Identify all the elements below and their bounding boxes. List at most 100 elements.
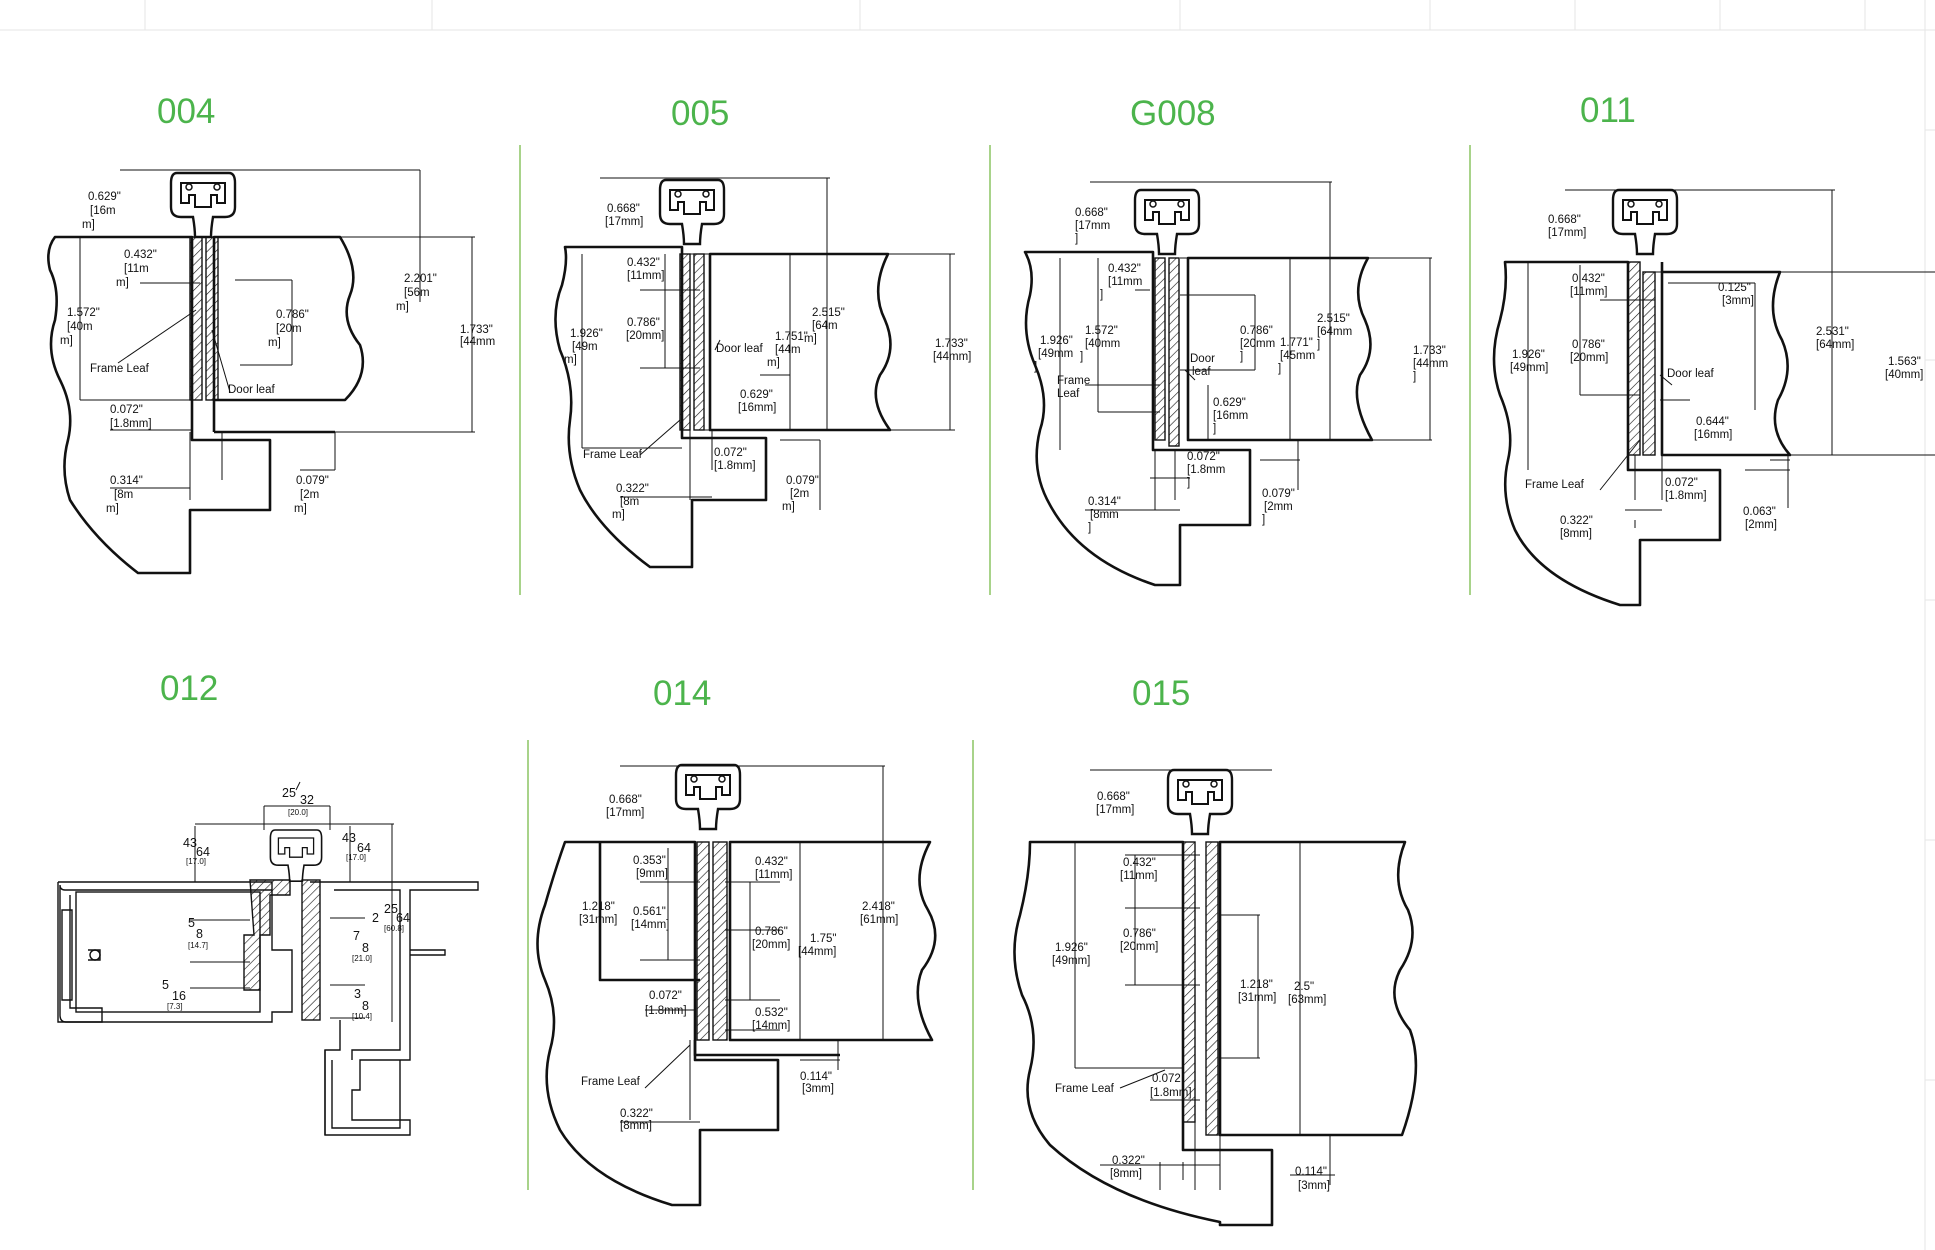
fraction-whole: 2 [372,911,379,925]
dim-label: 0.786" [276,309,309,321]
dim-label: 0.432" [1123,857,1156,869]
dim-label: 0.432" [124,249,157,261]
dim-label: [17mm] [605,216,643,228]
dim-label: 0.668" [1097,791,1130,803]
dim-label: [16m [90,205,116,217]
fraction-numerator: 5 [162,978,169,992]
dim-label: 1.926" [1055,942,1088,954]
dim-label: [8m [620,496,639,508]
dim-label: [45mm [1280,350,1315,362]
dim-label: m] [804,333,817,345]
dim-label: [40m [67,321,93,333]
dim-label: 0.079" [296,475,329,487]
dim-label: 1.572" [67,307,100,319]
dim-label: [1.8mm] [110,418,152,430]
dim-label: 1.218" [1240,979,1273,991]
dim-label: 0.314" [1088,496,1121,508]
dim-label: [61mm] [860,914,898,926]
dim-label: ] [1187,477,1190,489]
dim-label: 0.114" [1295,1166,1327,1178]
panel-title: 011 [1580,91,1636,130]
fraction-mm: [7.3] [167,1002,183,1011]
panel-012: 012 25 [57,669,479,1136]
dim-label: [17mm] [1096,804,1134,816]
dim-label: 1.218" [582,901,615,913]
dim-label: [14mm] [752,1020,790,1032]
panel-title: 015 [1132,674,1190,713]
dim-label: [8mm [1090,509,1119,521]
dim-label: 0.322" [1112,1155,1145,1167]
fraction-numerator: 43 [183,836,197,850]
dim-label: ] [1088,522,1091,534]
dim-label: 0.532" [755,1007,788,1019]
panel-011: 011 0.668" [17mm] 0.432" [11mm] 0. [1492,91,1935,607]
dim-label: [49mm [1038,348,1073,360]
dim-label: 2.531" [1816,326,1849,338]
dim-label: [49mm] [1052,955,1090,967]
dim-label: [2mm] [1745,519,1777,531]
door-leaf-label: leaf [1192,366,1211,378]
panel-title: 005 [671,94,729,133]
dim-label: 0.072" [714,447,747,459]
fraction-denominator: 32 [300,793,314,807]
dim-label: m] [396,301,409,313]
dim-label: [49mm] [1510,362,1548,374]
panel-014: 014 0.668" [17mm] 0.353" [9mm] 0.432 [536,674,937,1207]
dim-label: 0.668" [1548,214,1581,226]
dim-label: [16mm [1213,410,1248,422]
dim-label: 1.563" [1888,356,1921,368]
dim-label: [20mm] [626,330,664,342]
dim-label: 0.432" [1572,273,1605,285]
dim-label: [31mm] [1238,992,1276,1004]
dim-label: 0.314" [110,475,143,487]
fraction-mm: [60.8] [384,924,404,933]
dim-label: 0.072" [649,990,682,1002]
frame-leaf-label: Frame Leaf [581,1076,641,1088]
fraction-numerator: 25 [282,786,296,800]
fraction-mm: [10.4] [352,1012,372,1021]
fraction-numerator: 25 [384,902,398,916]
dim-label: m] [268,337,281,349]
dim-label: [40mm] [1885,369,1923,381]
dim-label: [8mm] [620,1120,652,1132]
dim-label: [1.8mm [1187,464,1225,476]
dim-label: 0.786" [1240,325,1273,337]
dim-label: 0.786" [755,926,788,938]
dim-label: [8m [114,489,133,501]
panel-005: 005 0.668" [17mm] 0.432" [11mm] 0.786" [… [554,94,971,569]
panel-title: 014 [653,674,711,713]
dim-label: 0.786" [1123,928,1156,940]
dim-label: ] [1034,361,1037,373]
dim-label: 0.786" [627,317,660,329]
dim-label: [8mm] [1560,528,1592,540]
dim-label: 1.733" [1413,345,1446,357]
door-leaf-label: Door leaf [716,343,763,355]
dim-label: 1.572" [1085,325,1118,337]
dim-label: 1.75" [810,933,836,945]
dim-label: m] [782,501,795,513]
dim-label: [20mm] [1120,941,1158,953]
dim-label: [11mm] [755,869,793,881]
fraction-mm: [17.0] [346,853,366,862]
dim-label: [20mm] [1570,352,1608,364]
dim-label: ] [1100,289,1103,301]
panel-title: 012 [160,669,218,708]
dim-label: 0.629" [740,389,773,401]
dim-label: [20mm] [752,939,790,951]
dim-label: m] [612,509,625,521]
dim-label: [20m [276,323,302,335]
frame-leaf-label: Frame Leaf [1055,1083,1115,1095]
door-leaf-label: Door leaf [228,384,275,396]
dim-label: ] [1413,371,1416,383]
dim-label: m] [294,503,307,515]
dim-label: [11mm [1108,276,1142,288]
dim-label: [56m [404,287,430,299]
dim-label: 0.072" [1187,451,1220,463]
dim-label: 1.733" [460,324,493,336]
fraction-denominator: 8 [362,999,369,1013]
dim-label: 2.418" [862,901,895,913]
fraction-denominator: 64 [357,841,371,855]
dim-label: [11mm] [627,270,665,282]
dim-label: 0.353" [633,855,666,867]
dim-label: [44mm] [798,946,836,958]
